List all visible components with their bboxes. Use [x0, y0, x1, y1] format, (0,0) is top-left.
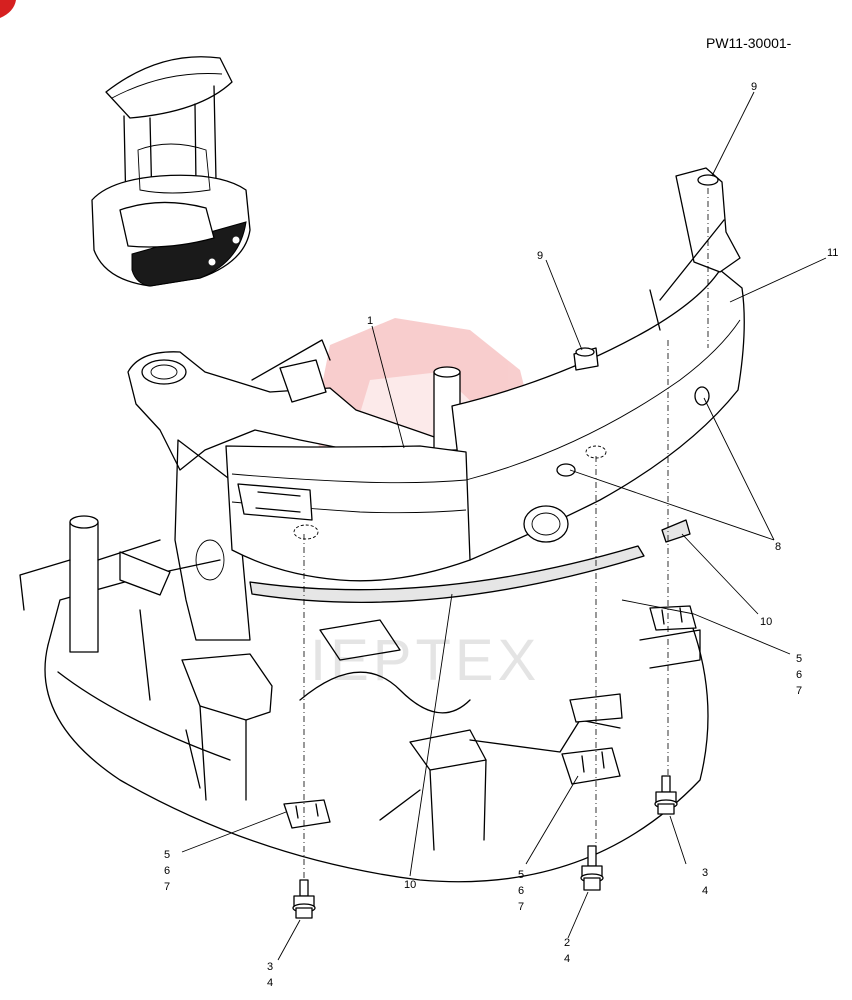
callout-5-right: 5 [796, 653, 802, 665]
callout-4-right: 4 [702, 885, 708, 897]
bolt-right [654, 775, 678, 815]
callout-numbers: 1 9 9 11 8 10 10 5 6 7 5 6 7 5 6 7 3 4 2… [164, 81, 838, 989]
bolt-center [580, 845, 604, 891]
callout-3-right: 3 [702, 867, 708, 879]
callout-5-left: 5 [164, 849, 170, 861]
machine-overview-thumbnail [91, 56, 251, 287]
callout-5-center: 5 [518, 869, 524, 881]
rubber-strip-side [661, 519, 691, 543]
callout-11: 11 [827, 247, 838, 259]
callout-4-left: 4 [267, 977, 273, 989]
callout-7-right: 7 [796, 685, 802, 697]
callout-7-left: 7 [164, 881, 170, 893]
svg-text:IEPTEX: IEPTEX [310, 628, 540, 693]
leader-lines [181, 91, 827, 961]
callout-10-bottom: 10 [404, 879, 416, 891]
callout-7-center: 7 [518, 901, 524, 913]
corner-mark-icon [0, 0, 16, 18]
callout-6-right: 6 [796, 669, 802, 681]
rubber-strip-front [249, 545, 645, 603]
callout-9-top: 9 [751, 81, 757, 93]
callout-2-center: 2 [564, 937, 570, 949]
callout-9-mid: 9 [537, 250, 543, 262]
upper-frame [19, 339, 709, 883]
bolt-left [292, 879, 316, 919]
callout-1: 1 [367, 315, 373, 327]
mounting-bracket-left [283, 799, 331, 829]
counterweight [225, 167, 745, 582]
callout-6-center: 6 [518, 885, 524, 897]
callout-10-right: 10 [760, 616, 772, 628]
callout-4-center: 4 [564, 953, 570, 965]
mounting-bracket-center [561, 747, 621, 785]
callout-3-left: 3 [267, 961, 273, 973]
callout-6-left: 6 [164, 865, 170, 877]
document-number: PW11-30001- [706, 35, 792, 51]
assembly-center-lines [303, 188, 709, 880]
callout-8: 8 [775, 541, 781, 553]
